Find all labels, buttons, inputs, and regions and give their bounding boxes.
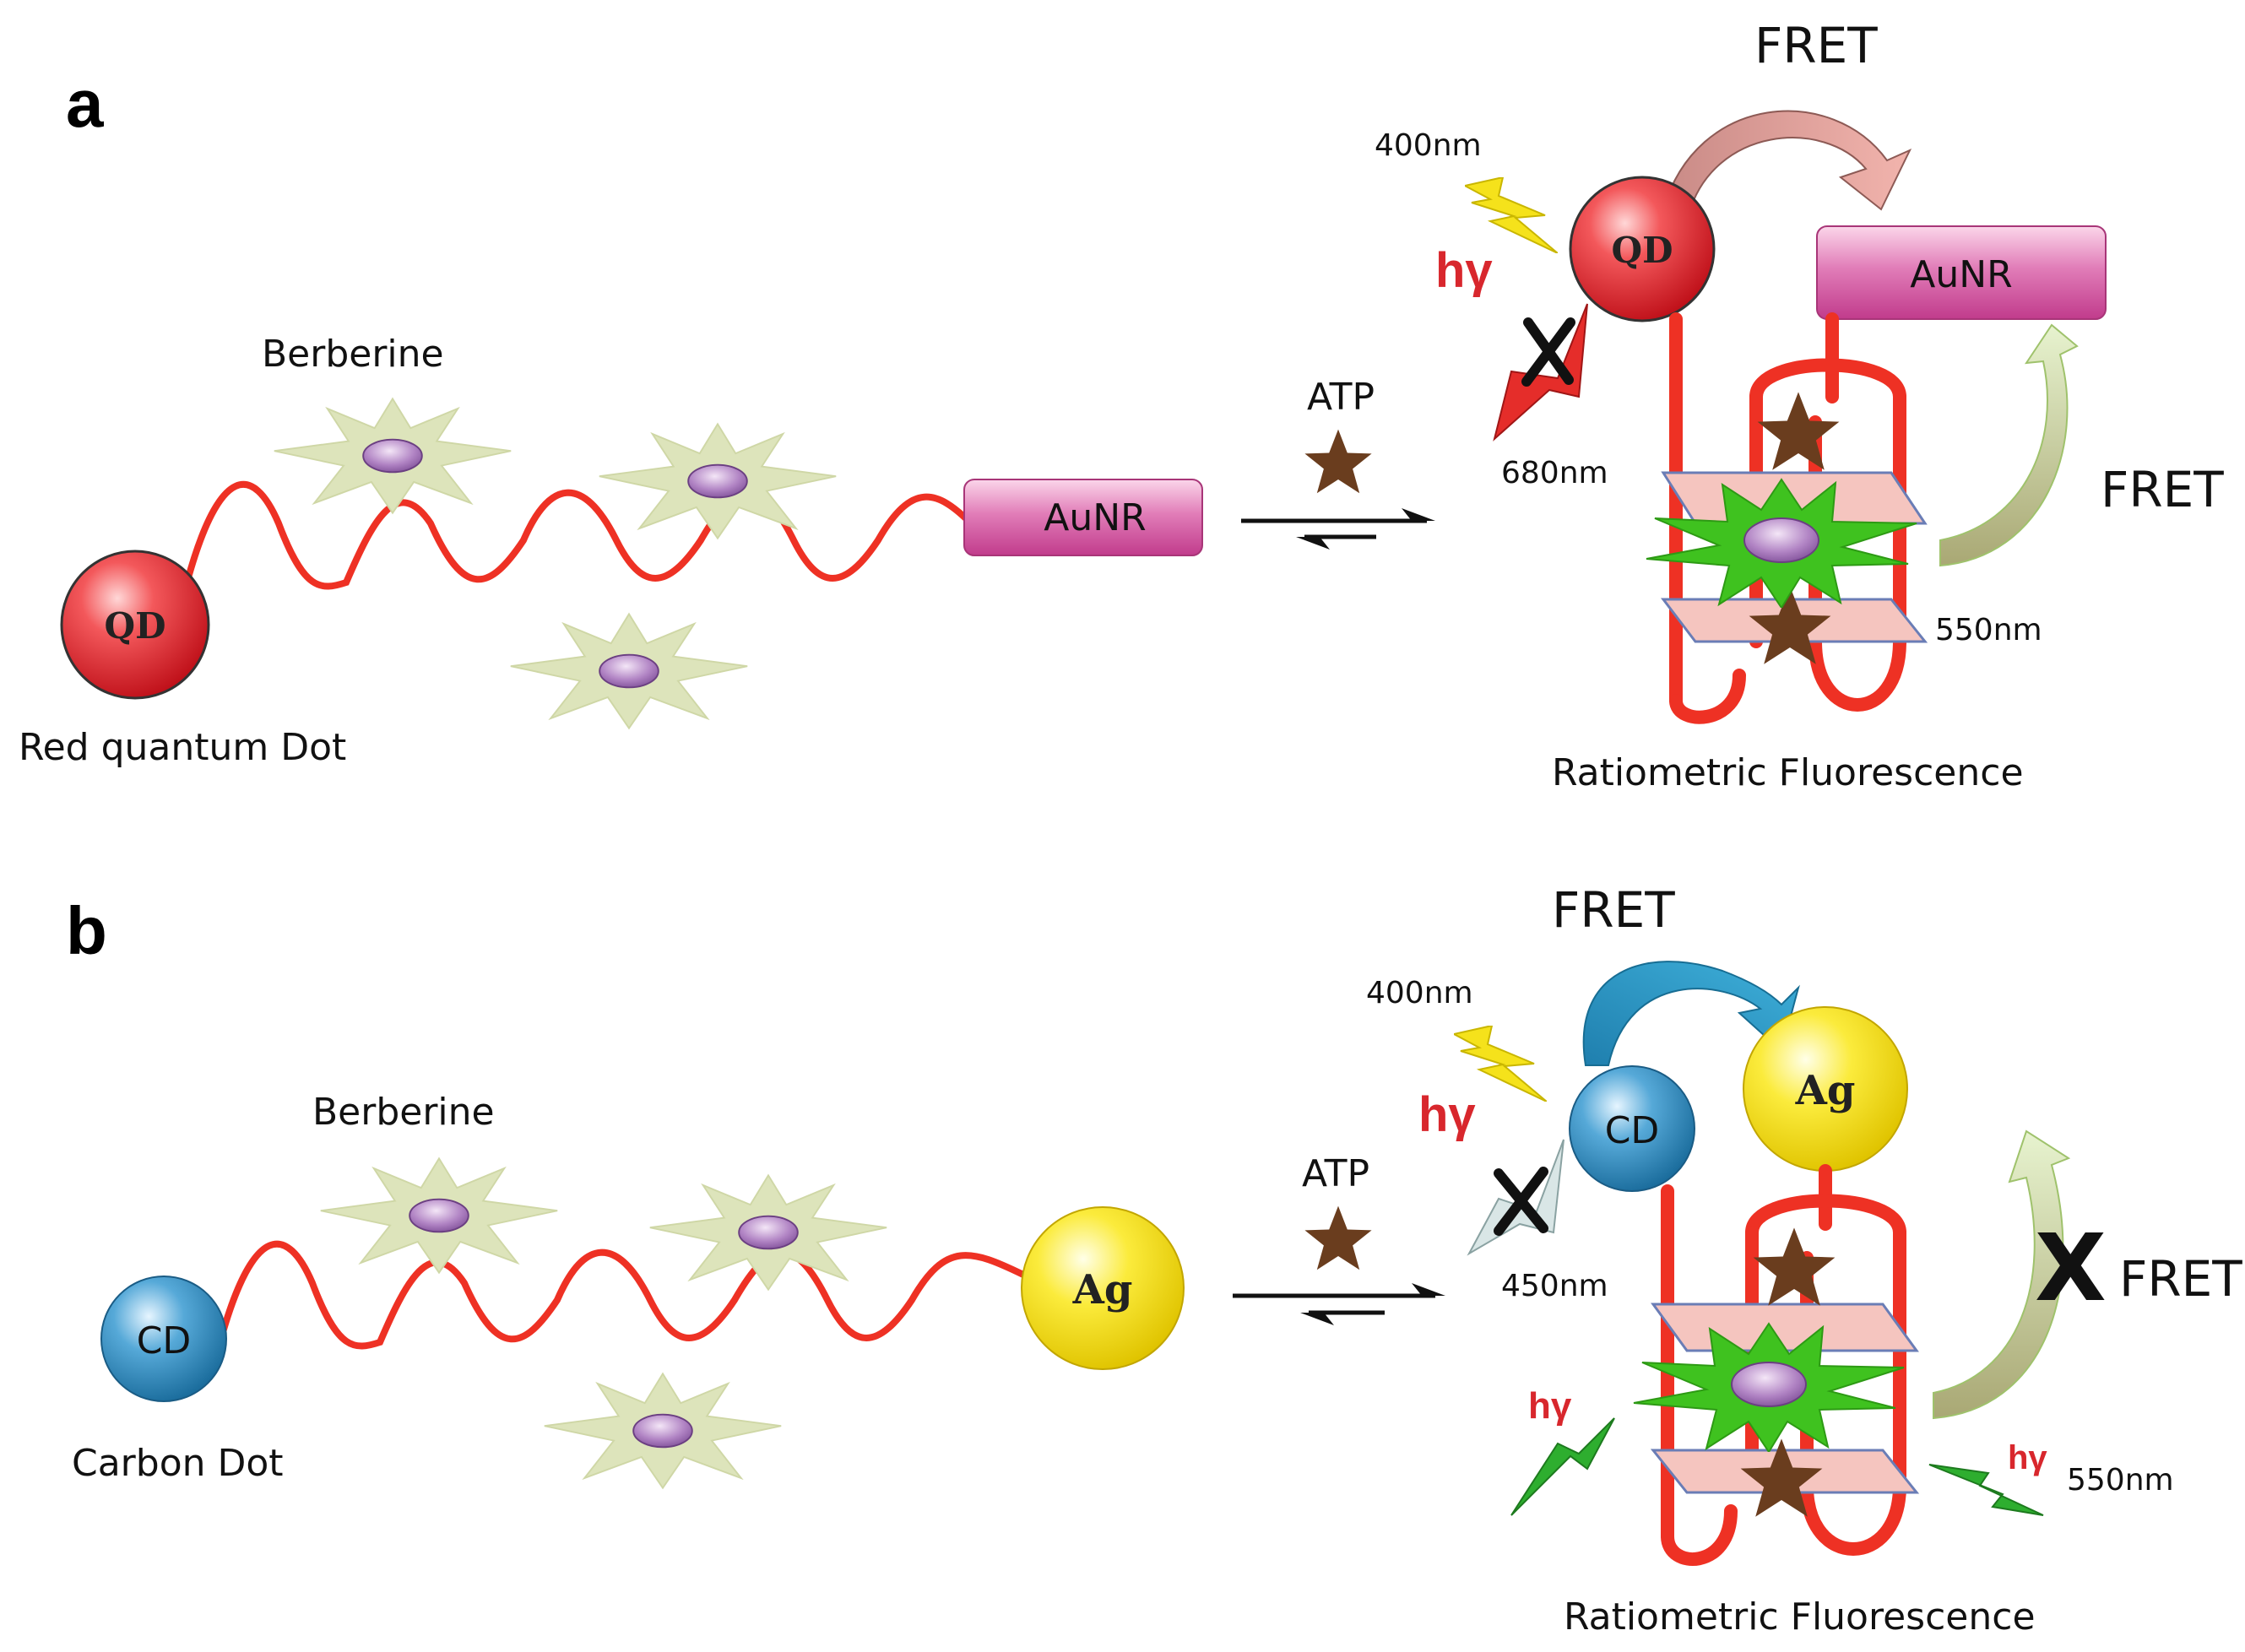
- emission-bolt-green: [1510, 1417, 1615, 1516]
- fret-top-label-b: FRET: [1552, 881, 1675, 939]
- result-label-a: Ratiometric Fluorescence: [1552, 751, 2024, 794]
- berberine-molecule: [648, 1174, 888, 1291]
- result-label-b: Ratiometric Fluorescence: [1564, 1595, 2036, 1638]
- silver-nanoparticle-bound-b: Ag: [1743, 1006, 1908, 1172]
- panel-b: b CD Carbon Dot Berberine Ag ATP FRET 40…: [66, 881, 2242, 1638]
- hv-label-b: hγ: [1418, 1087, 1476, 1142]
- fret-arrow-right-a: [1939, 323, 2079, 567]
- berberine-label-b: Berberine: [312, 1091, 495, 1134]
- carbon-dot-caption: Carbon Dot: [72, 1442, 284, 1485]
- hv-label-a: hγ: [1435, 243, 1493, 298]
- emission-bolt-green: [1928, 1464, 2044, 1516]
- panel-b-label: b: [66, 893, 107, 968]
- atp-star: [1757, 392, 1840, 470]
- emission-label-450: 450nm: [1501, 1269, 1608, 1303]
- ag-bound-label: Ag: [1795, 1067, 1856, 1114]
- fret-top-label-a: FRET: [1754, 17, 1878, 74]
- fret-right-label-b: FRET: [2119, 1250, 2242, 1308]
- fret-right-label-a: FRET: [2101, 461, 2224, 518]
- atp-star: [1753, 1227, 1836, 1306]
- blocked-fret-x: X: [2035, 1214, 2107, 1322]
- emission-label-680: 680nm: [1501, 456, 1608, 490]
- aunr-label: AuNR: [1044, 496, 1146, 539]
- blocked-x-mark: [1494, 1167, 1548, 1236]
- equilibrium-arrows-b: [1233, 1283, 1445, 1325]
- quantum-dot-bound-a: QD: [1569, 176, 1716, 322]
- carbon-dot-bound-b: CD: [1569, 1065, 1695, 1192]
- ag-label: Ag: [1072, 1266, 1133, 1313]
- atp-label-a: ATP: [1307, 376, 1375, 419]
- berberine-molecule: [509, 613, 749, 729]
- emission-bolt-red: [1493, 303, 1588, 441]
- dna-strand-a: [184, 480, 973, 590]
- fret-arrow-top-b: [1582, 961, 1800, 1066]
- carbon-dot-b: CD: [100, 1276, 227, 1402]
- gold-nanorod-bound-a: AuNR: [1816, 225, 2107, 320]
- hv-emission-right: hγ: [2008, 1439, 2047, 1476]
- cd-label: CD: [137, 1319, 192, 1362]
- berberine-label-a: Berberine: [262, 333, 444, 376]
- blocked-x-mark: [1521, 317, 1575, 387]
- equilibrium-arrows-a: [1241, 508, 1435, 550]
- quantum-dot-a: QD: [60, 550, 210, 700]
- red-quantum-dot-caption: Red quantum Dot: [19, 726, 346, 769]
- excitation-bolt: [1465, 177, 1558, 253]
- fret-arrow-top-a: [1662, 110, 1912, 216]
- atp-star: [1304, 429, 1372, 494]
- qd-label: QD: [104, 605, 165, 647]
- hv-emission-left: hγ: [1528, 1385, 1572, 1427]
- berberine-molecule: [319, 1157, 559, 1274]
- berberine-molecule: [543, 1373, 783, 1489]
- g-quartet-plane: [1651, 1303, 1919, 1352]
- atp-star: [1304, 1205, 1372, 1270]
- emission-label-550-a: 550nm: [1935, 613, 2042, 647]
- atp-label-b: ATP: [1302, 1152, 1369, 1195]
- fret-arrow-right-b: [1933, 1129, 2071, 1420]
- cd-bound-label: CD: [1605, 1109, 1660, 1152]
- excitation-label-b: 400nm: [1366, 976, 1473, 1010]
- berberine-molecule: [273, 398, 512, 514]
- aunr-bound-label: AuNR: [1910, 253, 2012, 296]
- silver-nanoparticle-b: Ag: [1021, 1206, 1185, 1370]
- panel-a: a QD Red quantum Dot Berberine AuNR ATP: [19, 17, 2224, 794]
- gold-nanorod-a: AuNR: [963, 479, 1203, 556]
- dna-strand-b: [218, 1240, 1025, 1350]
- berberine-molecule: [598, 423, 838, 539]
- qd-bound-label: QD: [1611, 230, 1673, 271]
- panel-a-label: a: [66, 66, 104, 141]
- excitation-label-a: 400nm: [1375, 128, 1482, 163]
- emission-label-550-b: 550nm: [2067, 1463, 2174, 1498]
